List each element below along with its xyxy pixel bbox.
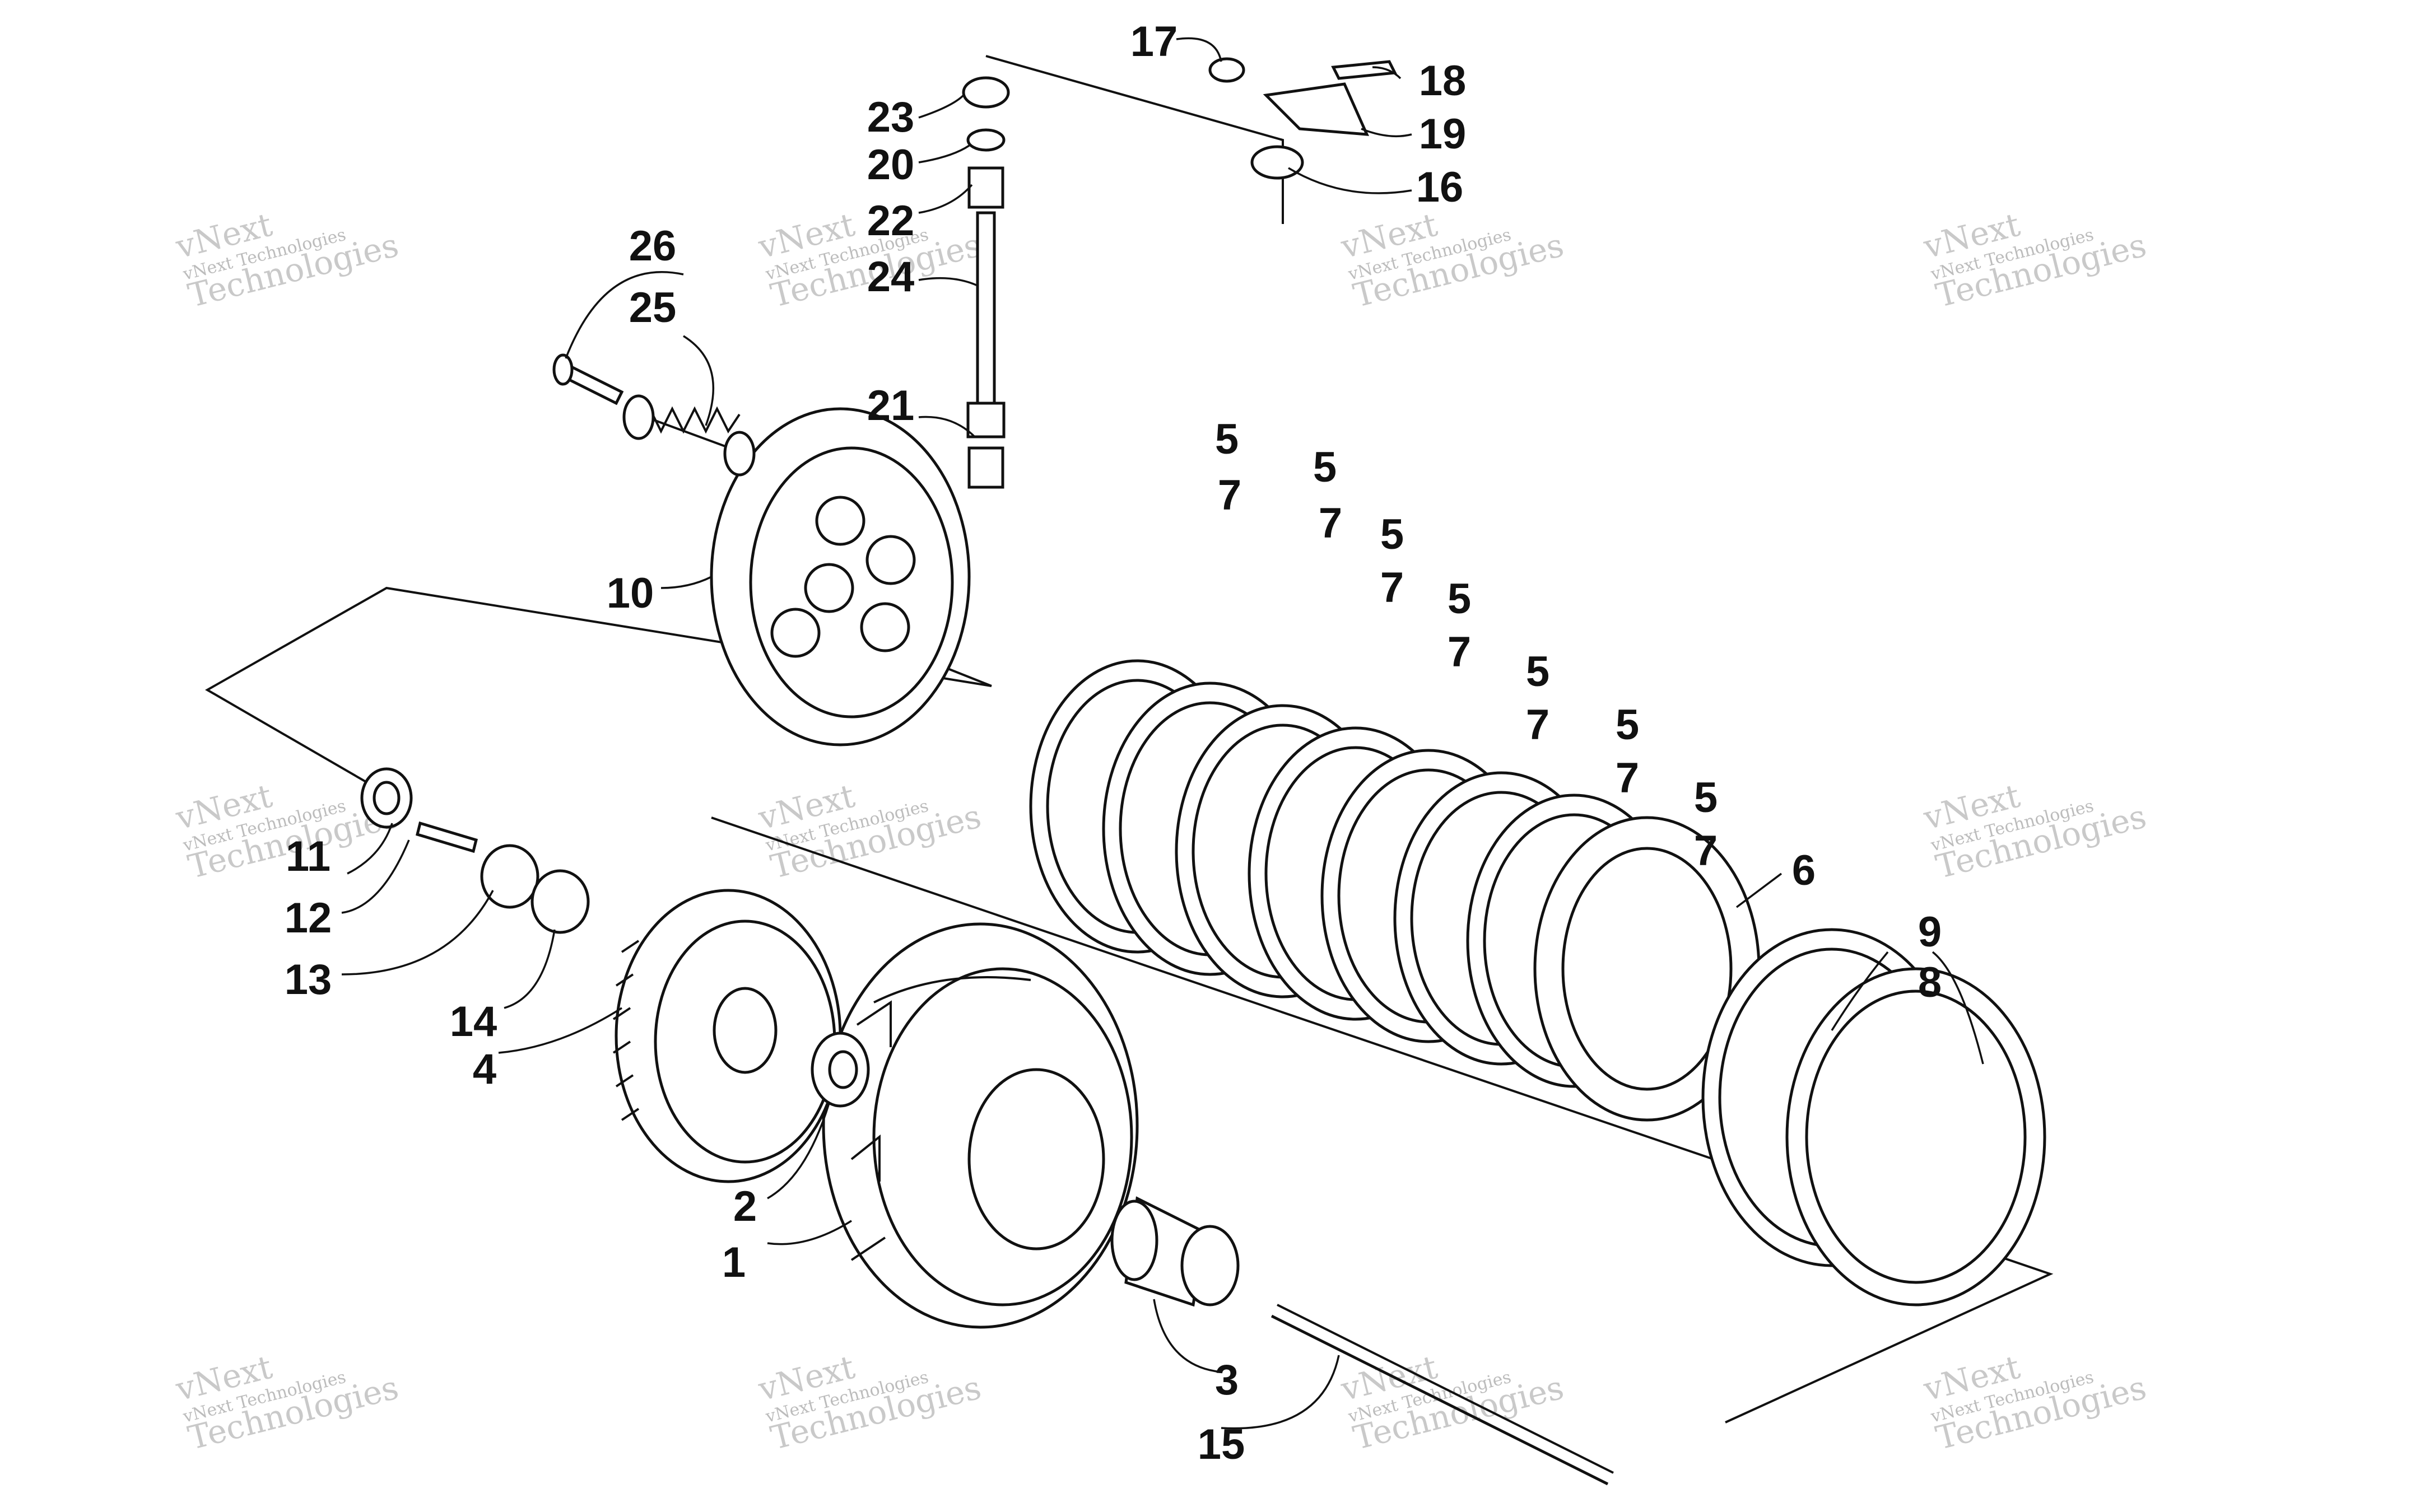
callout-7d: 7 (1448, 628, 1471, 676)
callout-13: 13 (285, 956, 332, 1004)
callout-19: 19 (1419, 110, 1467, 158)
callout-15: 15 (1198, 1421, 1245, 1468)
pressure-plate (710, 407, 971, 746)
callout-20: 20 (867, 141, 915, 189)
callout-7a: 7 (1218, 472, 1241, 519)
callout-5c: 5 (1380, 511, 1404, 558)
callout-5a: 5 (1215, 416, 1239, 463)
callout-2: 2 (733, 1183, 757, 1230)
callout-7g: 7 (1694, 827, 1718, 875)
callout-7c: 7 (1380, 564, 1404, 612)
callout-5g: 5 (1694, 774, 1718, 822)
clutch-spring-rings (1701, 928, 2046, 1306)
leader-lines (341, 37, 1984, 1430)
clutch-hub (612, 889, 842, 1183)
callout-7e: 7 (1526, 701, 1549, 749)
hub-bushing (1110, 1196, 1240, 1307)
callout-6: 6 (1792, 847, 1816, 894)
callout-10: 10 (607, 570, 654, 617)
callout-18: 18 (1419, 57, 1467, 105)
callout-17: 17 (1130, 18, 1178, 66)
callout-25: 25 (629, 284, 677, 332)
release-shaft (962, 76, 1010, 489)
callout-11: 11 (286, 833, 331, 880)
callout-5e: 5 (1526, 648, 1549, 696)
callout-7b: 7 (1319, 500, 1342, 547)
callout-14: 14 (450, 998, 497, 1046)
callout-23: 23 (867, 94, 915, 141)
callout-22: 22 (867, 197, 915, 245)
callout-12: 12 (285, 894, 332, 942)
push-rod (1270, 1304, 1614, 1486)
hub-nut-washers (360, 767, 590, 934)
callout-3: 3 (1215, 1356, 1239, 1404)
callout-4: 4 (473, 1046, 496, 1093)
bolt-and-spring (552, 353, 756, 477)
callout-16: 16 (1416, 164, 1464, 211)
callout-1: 1 (722, 1239, 746, 1286)
callout-9: 9 (1918, 908, 1942, 956)
callout-5f: 5 (1616, 701, 1639, 749)
callout-5b: 5 (1313, 444, 1337, 491)
callout-5d: 5 (1448, 575, 1471, 623)
thrust-washer (811, 1032, 870, 1108)
callout-8: 8 (1918, 959, 1942, 1006)
callout-labels: 1 2 3 4 5 5 5 5 5 5 5 6 7 7 7 7 7 7 7 8 … (285, 18, 1942, 1468)
clutch-housing (822, 922, 1139, 1329)
callout-26: 26 (629, 222, 677, 270)
release-lever (1208, 57, 1397, 180)
clutch-plate-stack (1029, 659, 1761, 1122)
callout-7f: 7 (1616, 754, 1639, 802)
callout-21: 21 (867, 382, 915, 430)
callout-24: 24 (867, 253, 915, 301)
